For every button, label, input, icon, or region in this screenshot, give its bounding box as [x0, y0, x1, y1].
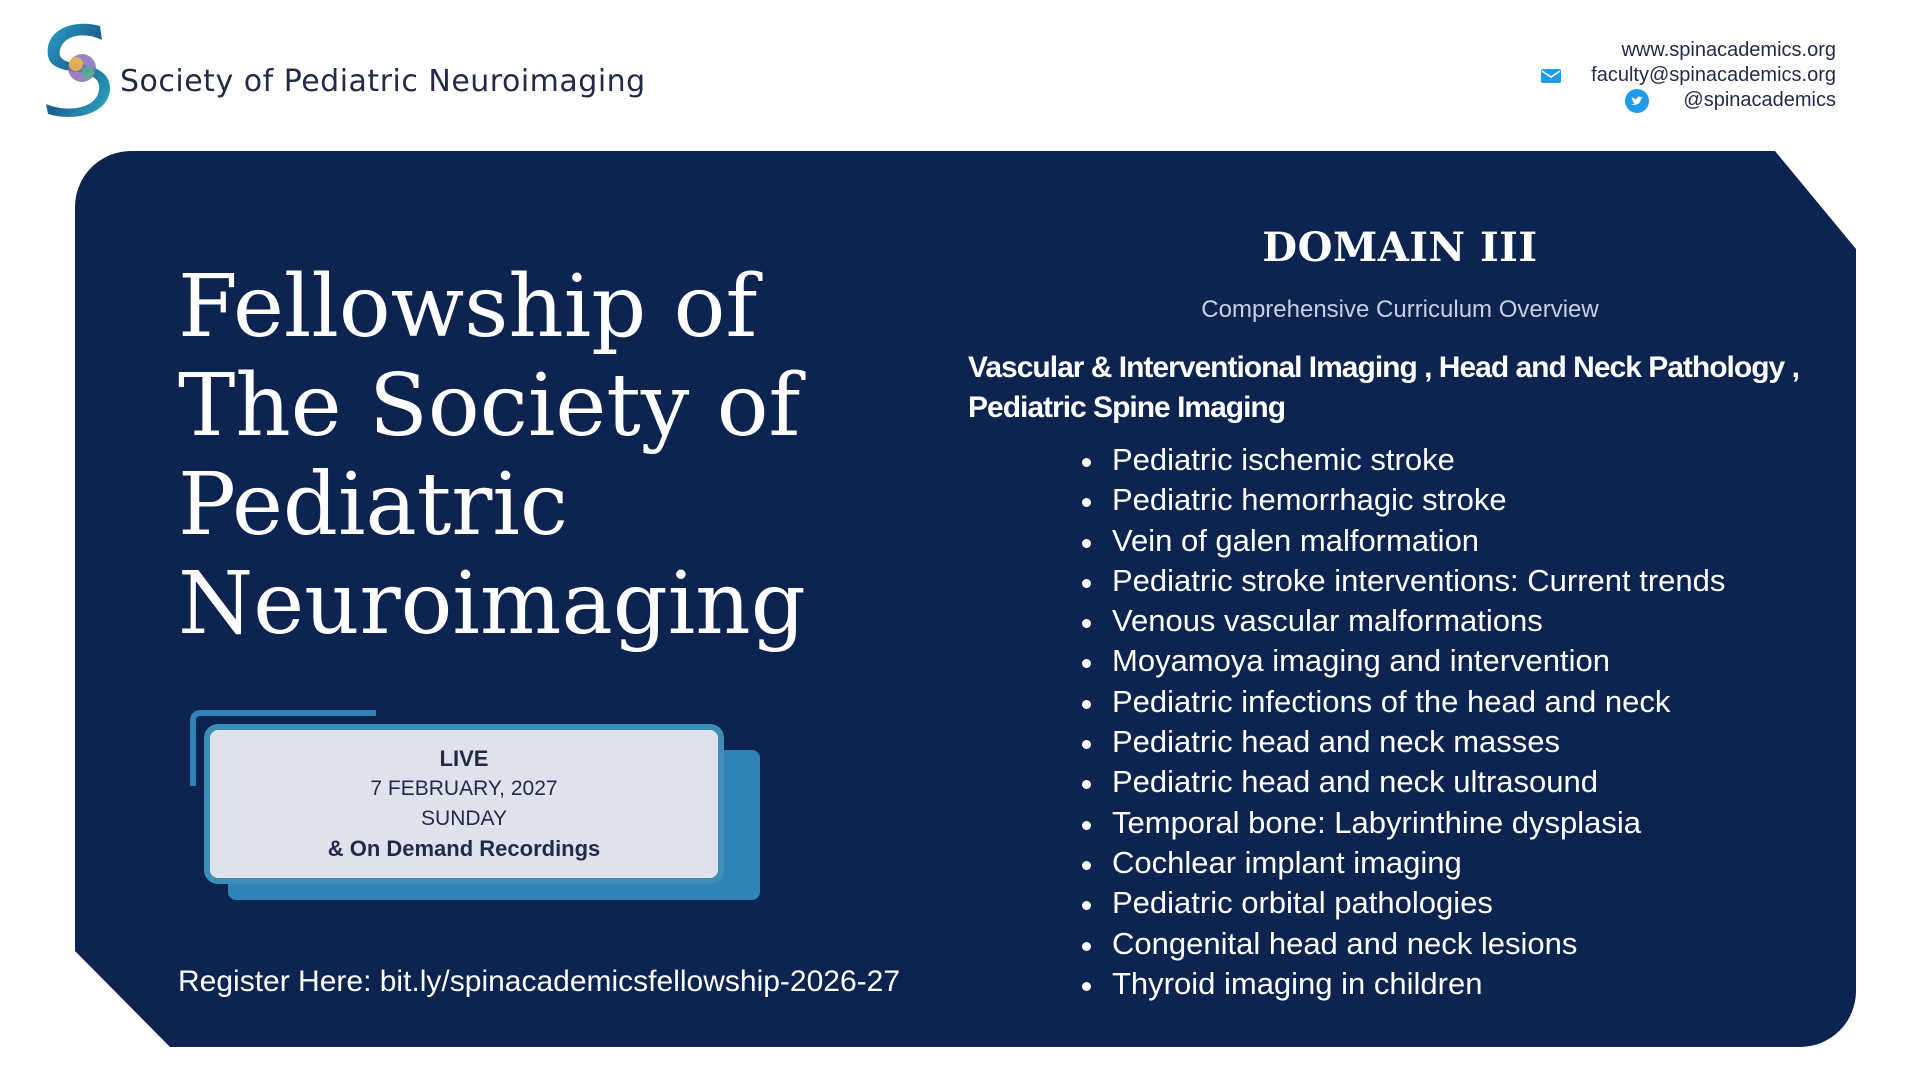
website-link[interactable]: www.spinacademics.org — [1621, 39, 1836, 61]
domain-topics: Vascular & Interventional Imaging , Head… — [968, 351, 1800, 424]
list-item: Pediatric head and neck ultrasound — [1082, 762, 1725, 802]
live-label: LIVE — [439, 746, 489, 771]
event-day: SUNDAY — [421, 807, 507, 830]
card-content: LIVE 7 FEBRUARY, 2027 SUNDAY & On Demand… — [204, 724, 724, 884]
domain-subtitle: Comprehensive Curriculum Overview — [1201, 296, 1599, 323]
register-link[interactable]: Register Here: bit.ly/spinacademicsfello… — [178, 965, 901, 998]
spin-logo-icon — [40, 18, 116, 118]
contact-block: www.spinacademics.org faculty@spinacadem… — [1541, 38, 1836, 113]
list-item: Moyamoya imaging and intervention — [1082, 641, 1725, 681]
title-line: Fellowship of — [178, 257, 758, 357]
list-item: Temporal bone: Labyrinthine dysplasia — [1082, 803, 1725, 843]
list-item: Pediatric head and neck masses — [1082, 722, 1725, 762]
curriculum-list: Pediatric ischemic stroke Pediatric hemo… — [1082, 440, 1725, 1004]
event-date-card: LIVE 7 FEBRUARY, 2027 SUNDAY & On Demand… — [190, 710, 760, 910]
title-line: Neuroimaging — [178, 554, 806, 654]
domain-title: DOMAIN III — [1262, 224, 1538, 271]
list-item: Cochlear implant imaging — [1082, 843, 1725, 883]
list-item: Congenital head and neck lesions — [1082, 924, 1725, 964]
website-row: www.spinacademics.org — [1541, 38, 1836, 63]
email-row: faculty@spinacademics.org — [1541, 63, 1836, 88]
list-item: Pediatric hemorrhagic stroke — [1082, 480, 1725, 520]
email-link[interactable]: faculty@spinacademics.org — [1591, 64, 1836, 86]
on-demand-label: & On Demand Recordings — [327, 836, 601, 861]
title-line: The Society of — [178, 356, 801, 456]
twitter-row: @spinacademics — [1541, 88, 1836, 113]
list-item: Thyroid imaging in children — [1082, 964, 1725, 1004]
list-item: Pediatric orbital pathologies — [1082, 883, 1725, 923]
mail-icon — [1541, 68, 1562, 83]
list-item: Pediatric ischemic stroke — [1082, 440, 1725, 480]
event-date: 7 FEBRUARY, 2027 — [370, 777, 558, 800]
list-item: Pediatric stroke interventions: Current … — [1082, 561, 1725, 601]
twitter-handle[interactable]: @spinacademics — [1683, 89, 1836, 111]
org-name: Society of Pediatric Neuroimaging — [120, 64, 646, 99]
card-accent-line — [190, 710, 376, 786]
page-title: Fellowship of The Society of Pediatric N… — [178, 258, 818, 654]
twitter-icon — [1625, 88, 1650, 113]
list-item: Vein of galen malformation — [1082, 521, 1725, 561]
title-line: Pediatric — [178, 455, 569, 555]
list-item: Venous vascular malformations — [1082, 601, 1725, 641]
list-item: Pediatric infections of the head and nec… — [1082, 682, 1725, 722]
